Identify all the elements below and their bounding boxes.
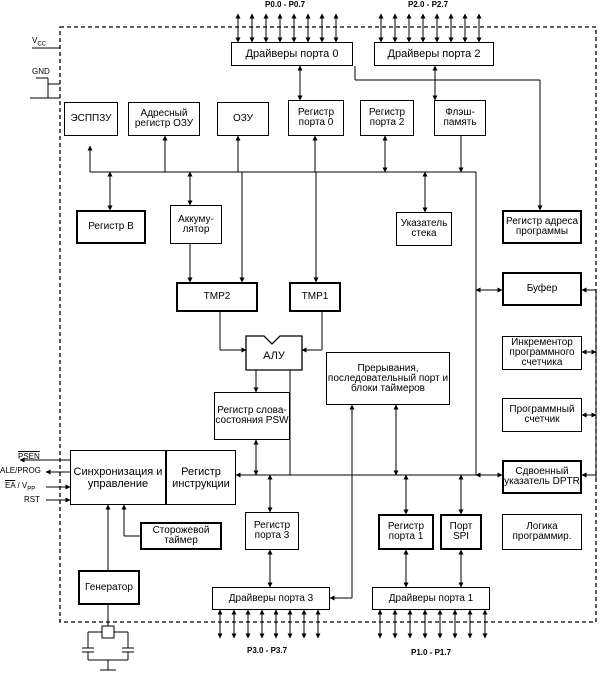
ea-label: EA / VPP	[5, 481, 36, 493]
ale-label: ALE/PROG	[0, 466, 41, 475]
port3-register: Регистр порта 3	[245, 512, 299, 550]
accumulator: Аккуму-лятор	[170, 205, 222, 244]
dptr: Сдвоенный указатель DPTR	[502, 460, 582, 494]
sync-and-control: Синхронизация и управление	[70, 450, 166, 505]
port1-pins	[377, 609, 488, 639]
bus-lines	[19, 65, 597, 671]
port0-pins	[235, 13, 339, 43]
ram: ОЗУ	[217, 102, 269, 136]
stack-pointer: Указатель стека	[396, 212, 452, 246]
port2-register: Регистр порта 2	[360, 100, 414, 136]
p1-label: P1.0 - P1.7	[411, 648, 452, 657]
port3-pins	[217, 609, 321, 639]
port1-drivers: Драйверы порта 1	[372, 587, 490, 610]
port0-drivers: Драйверы порта 0	[231, 42, 353, 66]
instruction-register: Регистр инструкции	[166, 450, 236, 505]
p2-label: P2.0 - P2.7	[408, 0, 449, 9]
program-address-register: Регистр адреса программы	[502, 210, 582, 244]
alu: АЛУ	[263, 350, 285, 362]
psw-register: Регистр слова-состояния PSW	[214, 392, 290, 440]
port1-register: Регистр порта 1	[378, 514, 434, 550]
flash-memory: Флэш-память	[434, 100, 486, 136]
psen-label: PSEN	[18, 452, 40, 461]
p3-label: P3.0 - P3.7	[247, 646, 288, 655]
pc-incrementer: Инкрементор программного счетчика	[502, 336, 582, 370]
eeprom: ЭСППЗУ	[64, 102, 118, 136]
watchdog-timer: Сторожевой таймер	[140, 522, 222, 550]
port2-drivers: Драйверы порта 2	[374, 42, 494, 66]
program-counter: Программный счетчик	[502, 398, 582, 432]
port0-register: Регистр порта 0	[288, 100, 344, 136]
port2-pins	[378, 13, 482, 43]
rst-label: RST	[24, 495, 40, 504]
interrupts-serial-timers: Прерывания, последовательный порт и блок…	[326, 352, 450, 405]
port3-drivers: Драйверы порта 3	[212, 587, 330, 610]
vcc-label: VCC	[32, 36, 47, 48]
buffer: Буфер	[502, 272, 582, 306]
gnd-label: GND	[32, 67, 50, 76]
tmp1: TMP1	[289, 282, 341, 312]
ram-address-register: Адресный регистр ОЗУ	[128, 102, 200, 136]
tmp2: TMP2	[176, 282, 258, 312]
power-pins	[30, 47, 60, 99]
generator: Генератор	[78, 570, 140, 605]
p0-label: P0.0 - P0.7	[265, 0, 306, 9]
alu-shape	[245, 335, 303, 371]
spi-port: Порт SPI	[440, 514, 482, 550]
register-b: Регистр B	[76, 210, 146, 244]
programming-logic: Логика программир.	[502, 514, 582, 550]
